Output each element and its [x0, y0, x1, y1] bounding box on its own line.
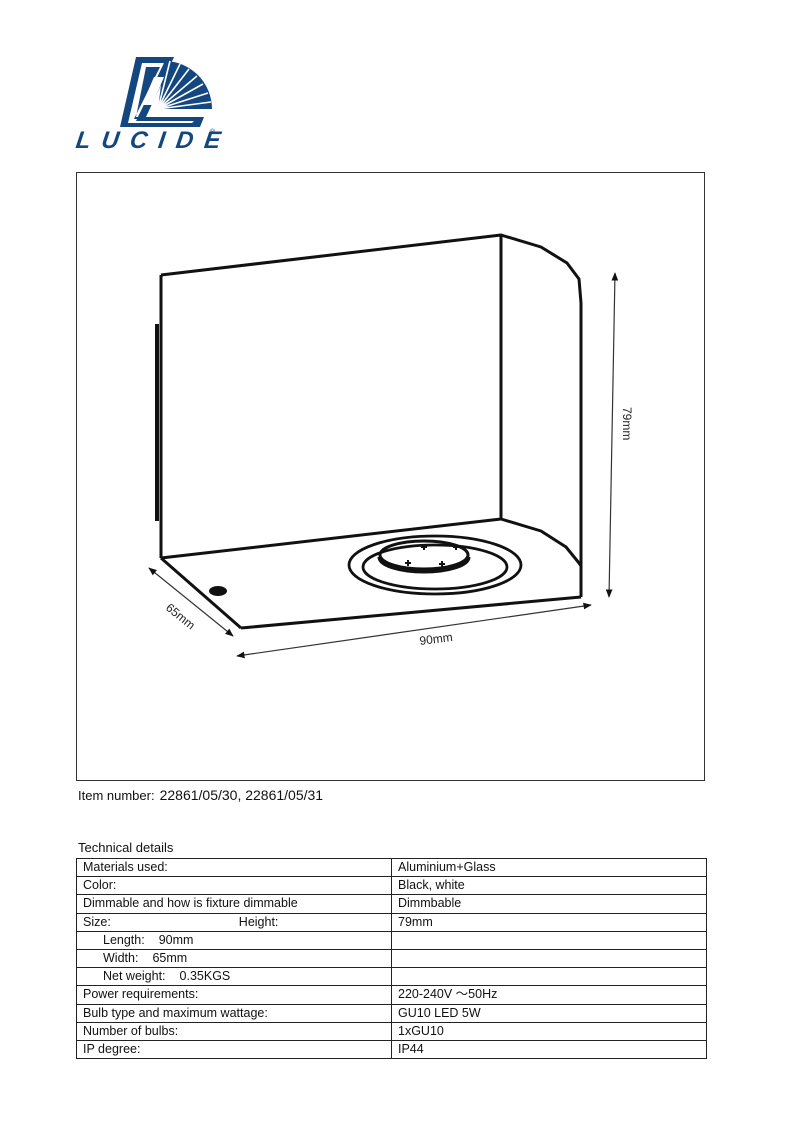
- spec-value: 1xGU10: [391, 1021, 707, 1041]
- length-value: 90mm: [158, 932, 194, 947]
- registered-mark: ®: [210, 129, 216, 136]
- spec-value: Aluminium+Glass: [391, 857, 707, 878]
- item-number-label: Item number:: [78, 788, 155, 803]
- spec-value: [391, 948, 707, 969]
- lucide-sunburst-logo-icon: [120, 57, 212, 127]
- item-number-value: 22861/05/30, 22861/05/31: [159, 787, 324, 803]
- table-row: Dimmable and how is fixture dimmable Dim…: [76, 894, 707, 914]
- spec-key: Bulb type and maximum wattage:: [76, 1003, 392, 1023]
- technical-details-title: Technical details: [78, 840, 174, 855]
- wall-light-technical-drawing: [148, 233, 619, 659]
- screw-hole-icon: [209, 586, 227, 596]
- table-row: Size: Height: 79mm: [76, 912, 707, 932]
- product-drawing-frame: 79mm 65mm 90mm: [76, 172, 705, 781]
- spec-key: Width: 65mm: [76, 948, 392, 969]
- lucide-logo: LUCIDE ®: [74, 55, 233, 160]
- technical-details-table: Materials used: Aluminium+Glass Color: B…: [76, 857, 707, 1060]
- table-row: Power requirements: 220-240V ～50Hz: [76, 985, 707, 1005]
- spec-key: Color:: [76, 876, 392, 896]
- height-label: Height:: [238, 914, 279, 929]
- table-row: Width: 65mm: [76, 948, 707, 969]
- table-row: Net weight: 0.35KGS: [76, 967, 707, 987]
- spec-value: GU10 LED 5W: [391, 1003, 707, 1023]
- width-value: 65mm: [152, 951, 188, 966]
- spec-key: Length: 90mm: [76, 930, 392, 950]
- net-weight-value: 0.35KGS: [179, 969, 231, 984]
- table-row: Materials used: Aluminium+Glass: [76, 857, 707, 878]
- spec-key: Dimmable and how is fixture dimmable: [76, 894, 392, 914]
- table-row: Number of bulbs: 1xGU10: [76, 1021, 707, 1041]
- spec-value: Dimmbable: [391, 894, 707, 914]
- spec-value: Black, white: [391, 876, 707, 896]
- size-label: Size:: [83, 914, 111, 929]
- spec-value: 79mm: [391, 912, 707, 932]
- spec-value: [391, 967, 707, 987]
- table-row: Length: 90mm: [76, 930, 707, 950]
- spec-key: Size: Height:: [76, 912, 392, 932]
- spec-value: 220-240V ～50Hz: [391, 985, 707, 1005]
- table-row: IP degree: IP44: [76, 1039, 707, 1060]
- item-number: Item number: 22861/05/30, 22861/05/31: [78, 787, 323, 803]
- spec-key: Power requirements:: [76, 985, 392, 1005]
- spec-value: IP44: [391, 1039, 707, 1060]
- net-weight-label: Net weight:: [103, 969, 166, 984]
- spec-key: Number of bulbs:: [76, 1021, 392, 1041]
- spec-key: Materials used:: [76, 857, 392, 878]
- length-label: Length:: [103, 932, 145, 947]
- width-label: Width:: [103, 951, 139, 966]
- spec-key: Net weight: 0.35KGS: [76, 967, 392, 987]
- table-row: Color: Black, white: [76, 876, 707, 896]
- spec-value: [391, 930, 707, 950]
- spec-key: IP degree:: [76, 1039, 392, 1060]
- table-row: Bulb type and maximum wattage: GU10 LED …: [76, 1003, 707, 1023]
